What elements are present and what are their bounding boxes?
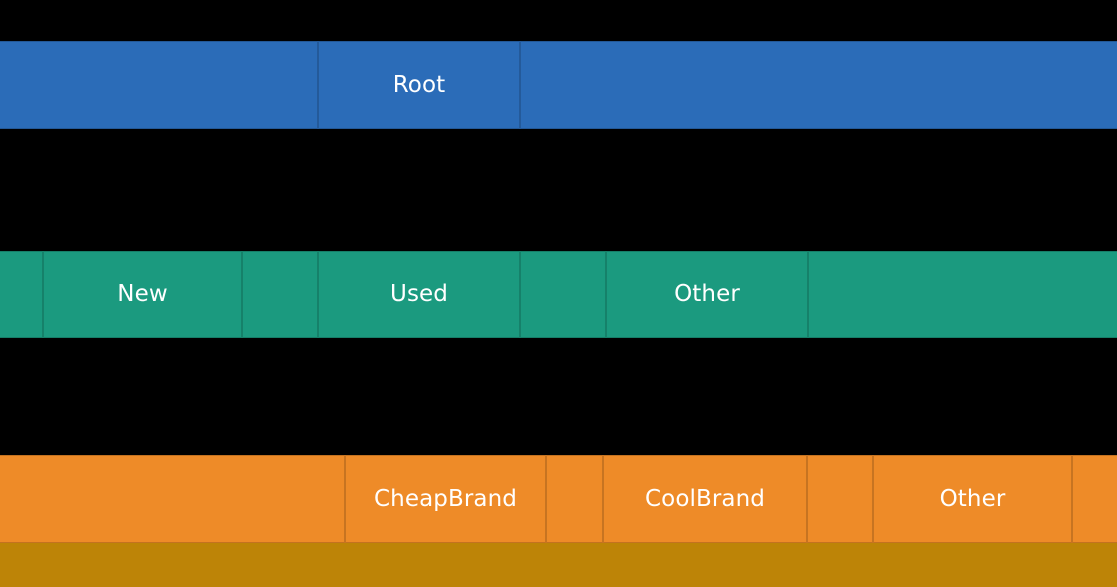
icicle-node-used[interactable]: Used bbox=[318, 251, 520, 338]
icicle-node-other[interactable]: Other bbox=[606, 251, 808, 338]
icicle-level-1: New Used Other bbox=[0, 251, 1117, 338]
icicle-node-root[interactable]: Root bbox=[318, 41, 520, 129]
icicle-node-cheapbrand[interactable]: CheapBrand bbox=[345, 455, 546, 543]
icicle-node-unlabeled[interactable] bbox=[546, 455, 603, 543]
node-label: CoolBrand bbox=[645, 485, 765, 512]
icicle-node-new[interactable]: New bbox=[43, 251, 242, 338]
icicle-level-3 bbox=[0, 543, 1117, 587]
icicle-level-2: CheapBrand CoolBrand Other bbox=[0, 455, 1117, 543]
icicle-node-other[interactable]: Other bbox=[873, 455, 1072, 543]
icicle-node-unlabeled[interactable] bbox=[520, 41, 1117, 129]
node-label: Other bbox=[939, 485, 1006, 512]
node-label: Root bbox=[392, 71, 446, 98]
icicle-node-unlabeled[interactable] bbox=[807, 455, 873, 543]
icicle-node-unlabeled[interactable] bbox=[0, 455, 345, 543]
node-label: Used bbox=[390, 281, 448, 307]
node-label: New bbox=[117, 281, 168, 307]
node-label: Other bbox=[674, 281, 740, 307]
node-label: CheapBrand bbox=[374, 485, 517, 512]
icicle-level-0: Root bbox=[0, 41, 1117, 129]
icicle-node-coolbrand[interactable]: CoolBrand bbox=[603, 455, 807, 543]
icicle-node-unlabeled[interactable] bbox=[520, 251, 606, 338]
icicle-node-unlabeled[interactable] bbox=[242, 251, 318, 338]
icicle-node-unlabeled[interactable] bbox=[0, 543, 1117, 587]
icicle-node-unlabeled[interactable] bbox=[0, 251, 43, 338]
icicle-node-unlabeled[interactable] bbox=[808, 251, 1117, 338]
icicle-node-unlabeled[interactable] bbox=[1072, 455, 1117, 543]
icicle-node-unlabeled[interactable] bbox=[0, 41, 318, 129]
